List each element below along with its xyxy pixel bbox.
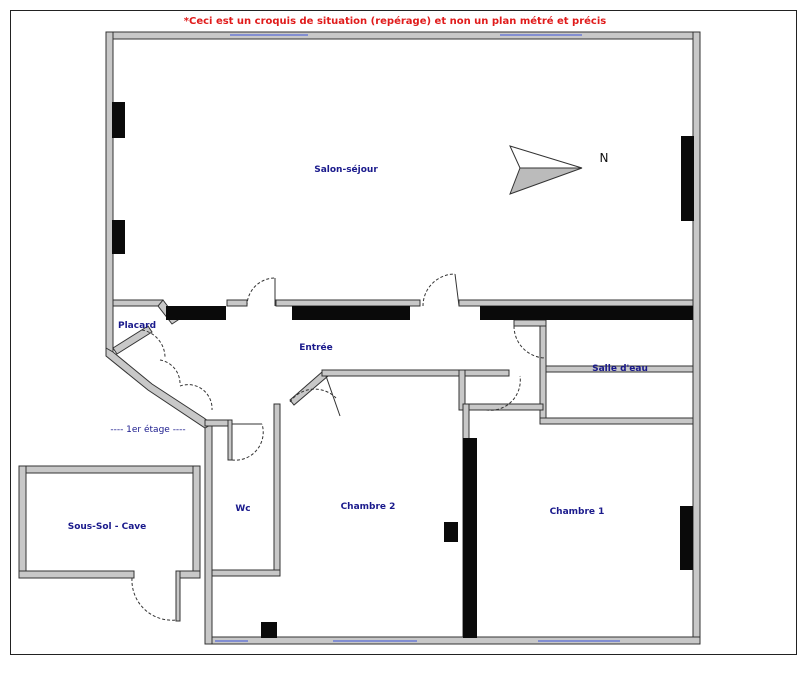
- room-label-chambre1: Chambre 1: [549, 507, 605, 517]
- room-label-cave: Sous-Sol - Cave: [67, 522, 147, 532]
- floor-note: ---- 1er étage ----: [110, 425, 186, 435]
- radiators: [112, 102, 694, 638]
- room-label-entree: Entrée: [299, 343, 333, 353]
- door-swings: [131, 273, 547, 621]
- disclaimer-text: *Ceci est un croquis de situation (repér…: [183, 16, 607, 27]
- drawing-frame: [10, 10, 797, 655]
- room-label-salon: Salon-séjour: [314, 165, 378, 175]
- windows: [215, 34, 620, 642]
- north-arrow-icon: [509, 145, 583, 195]
- north-label: N: [599, 151, 609, 165]
- room-label-wc: Wc: [235, 504, 251, 514]
- room-label-placard: Placard: [117, 321, 157, 331]
- room-label-salle-eau: Salle d'eau: [592, 364, 648, 374]
- room-label-chambre2: Chambre 2: [340, 502, 396, 512]
- cave-walls: [18, 465, 201, 622]
